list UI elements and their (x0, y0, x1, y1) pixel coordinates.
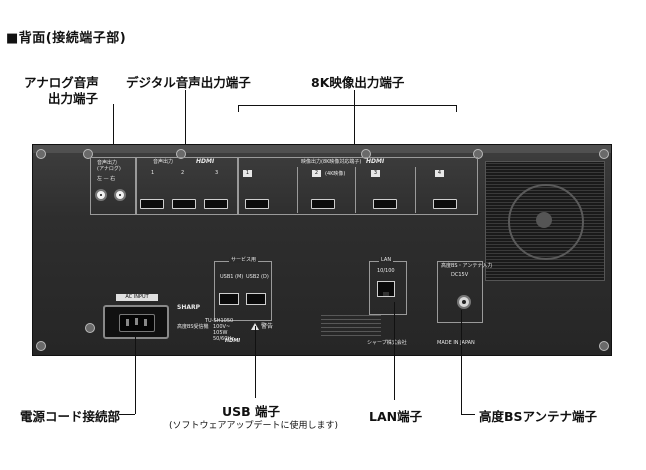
bracket-8k-right (456, 105, 457, 112)
digital-audio-panel (136, 157, 238, 215)
hdmi-audio-port-2[interactable] (172, 199, 196, 209)
digital-header: 音声出力 (153, 159, 174, 165)
callout-lan: LAN端子 (369, 409, 423, 424)
screw (176, 149, 186, 159)
page-title: ■背面(接続端子部) (6, 31, 127, 46)
spec-line-2: 100V~ (213, 324, 231, 330)
rca-jack-right[interactable] (114, 189, 126, 201)
hdmi-audio-port-3[interactable] (204, 199, 228, 209)
hdmi-logo-video: HDMI (366, 158, 385, 165)
bracket-8k-left (238, 105, 239, 112)
maker-label: シャープ株式会社 (367, 340, 407, 346)
leader-8k (354, 90, 355, 152)
leader-usb (255, 326, 256, 398)
screw (473, 149, 483, 159)
spec-line-4: 50/60Hz (213, 336, 234, 342)
brand-label: SHARP (177, 304, 201, 311)
lan-label: LAN (379, 257, 394, 263)
bracket-8k (238, 105, 456, 106)
hdmi-logo-plate: HDMI (225, 338, 241, 344)
leader-power-h (119, 414, 135, 415)
analog-header-line2: (アナログ) (97, 166, 121, 172)
fan-grill (485, 161, 605, 281)
callout-hdmi-8k: 8K映像出力端子 (311, 75, 405, 90)
screw (361, 149, 371, 159)
leader-digital (185, 90, 186, 156)
hdmi-logo: HDMI (196, 158, 215, 165)
callout-digital-audio: デジタル音声出力端子 (126, 75, 251, 90)
video-output-panel (238, 157, 478, 215)
spec-line-1: 高度BS受信機 (177, 324, 209, 330)
model-label: TU-SH1050 (205, 318, 234, 324)
spec-line-3: 105W (213, 330, 228, 336)
antenna-header: 高度BS・アンテナ入力 (441, 263, 493, 269)
video-slot-1 (239, 167, 298, 213)
screw (36, 149, 46, 159)
antenna-power: DC15V (451, 272, 469, 278)
made-in-label: MADE IN JAPAN (437, 340, 475, 346)
analog-header-line1: 音声出力 (97, 160, 118, 166)
leader-analog (113, 104, 114, 158)
video-sub-label: (4K映像) (325, 171, 346, 177)
hdmi-video-port-1[interactable] (245, 199, 269, 209)
usb-header: サービス用 (229, 257, 259, 263)
video-number-1: 1 (243, 170, 252, 177)
screw (83, 149, 93, 159)
hdmi-video-port-2[interactable] (311, 199, 335, 209)
antenna-panel (437, 261, 483, 323)
screw (599, 341, 609, 351)
callout-usb-note: (ソフトウェアアップデートに使用します) (169, 421, 339, 431)
callout-power-cord: 電源コード接続部 (20, 409, 121, 424)
hdmi-video-port-3[interactable] (373, 199, 397, 209)
caution-text-block (321, 313, 381, 339)
hdmi-audio-port-1[interactable] (140, 199, 164, 209)
video-slot-2 (297, 167, 356, 213)
usb-port-2[interactable] (246, 293, 266, 305)
video-number-4: 4 (435, 170, 444, 177)
video-header: 映像出力(8K映像対応端子) (301, 159, 362, 165)
digital-number-3: 3 (215, 170, 219, 176)
top-edge (33, 145, 611, 153)
video-number-2: 2 (312, 170, 321, 177)
leader-lan (394, 302, 395, 400)
callout-analog-audio-line2: 出力端子 (48, 91, 99, 106)
leader-bs-h (461, 414, 475, 415)
digital-number-2: 2 (181, 170, 185, 176)
device-rear-panel: 音声出力 (アナログ) 左 — 右 音声出力 HDMI 1 2 3 映像出力(8… (32, 144, 612, 356)
usb-port-1[interactable] (219, 293, 239, 305)
analog-lr-label: 左 — 右 (97, 176, 116, 182)
video-slot-3 (355, 167, 416, 213)
warning-label: 警告 (261, 323, 274, 330)
callout-usb: USB 端子 (222, 404, 281, 419)
rca-jack-left[interactable] (95, 189, 107, 201)
ac-input-label: AC INPUT (116, 294, 158, 301)
screw (599, 149, 609, 159)
callout-analog-audio-line1: アナログ音声 (24, 75, 99, 90)
screw (36, 341, 46, 351)
lan-speed-label: 10/100 (377, 268, 395, 274)
usb-port-2-label: USB2 (D) (246, 274, 269, 280)
lan-port[interactable] (377, 281, 395, 297)
digital-number-1: 1 (151, 170, 155, 176)
leader-power (135, 336, 136, 414)
leader-bs (461, 310, 462, 414)
video-number-3: 3 (371, 170, 380, 177)
callout-bs-antenna: 高度BSアンテナ端子 (479, 409, 598, 424)
ac-inlet[interactable] (103, 305, 169, 339)
analog-audio-panel (90, 157, 136, 215)
usb-port-1-label: USB1 (M) (220, 274, 244, 280)
screw (85, 323, 95, 333)
hdmi-video-port-4[interactable] (433, 199, 457, 209)
antenna-connector[interactable] (457, 295, 471, 309)
